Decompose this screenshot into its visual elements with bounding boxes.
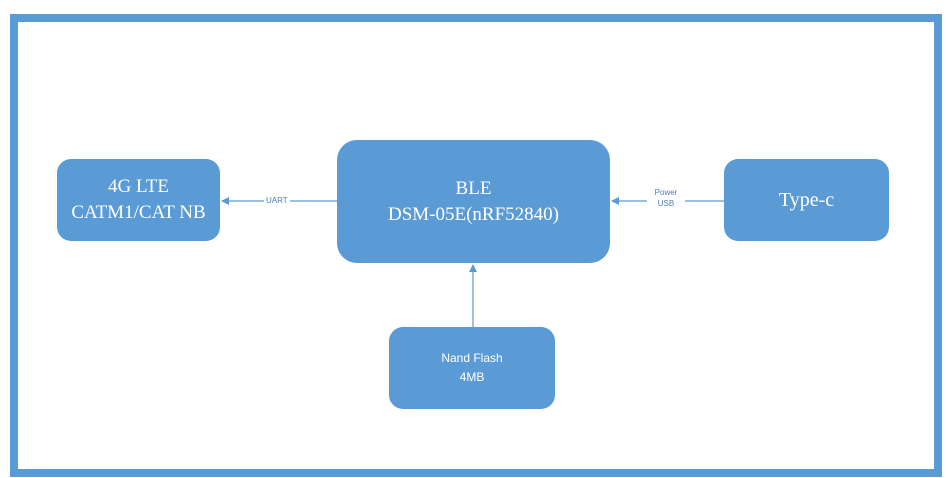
power-label-line1: Power	[654, 188, 678, 197]
type-c-block-line1: Type-c	[778, 189, 835, 211]
ble-module-block: BLE DSM-05E(nRF52840)	[337, 140, 610, 263]
ble-block-line2: DSM-05E(nRF52840)	[387, 203, 559, 225]
lte-block-line2: CATM1/CAT NB	[71, 202, 206, 223]
uart-label: UART	[264, 195, 290, 206]
type-c-block: Type-c	[724, 159, 889, 241]
nand-block-line1: Nand Flash	[441, 351, 503, 365]
lte-block-line1: 4G LTE	[107, 176, 170, 197]
nand-block-line2: 4MB	[459, 370, 485, 384]
power-usb-label: Power USB	[647, 187, 685, 209]
nand-flash-block: Nand Flash 4MB	[389, 327, 555, 409]
lte-modem-block: 4G LTE CATM1/CAT NB	[57, 159, 220, 241]
ble-block-line1: BLE	[455, 177, 492, 199]
power-label-line2: USB	[657, 199, 675, 208]
